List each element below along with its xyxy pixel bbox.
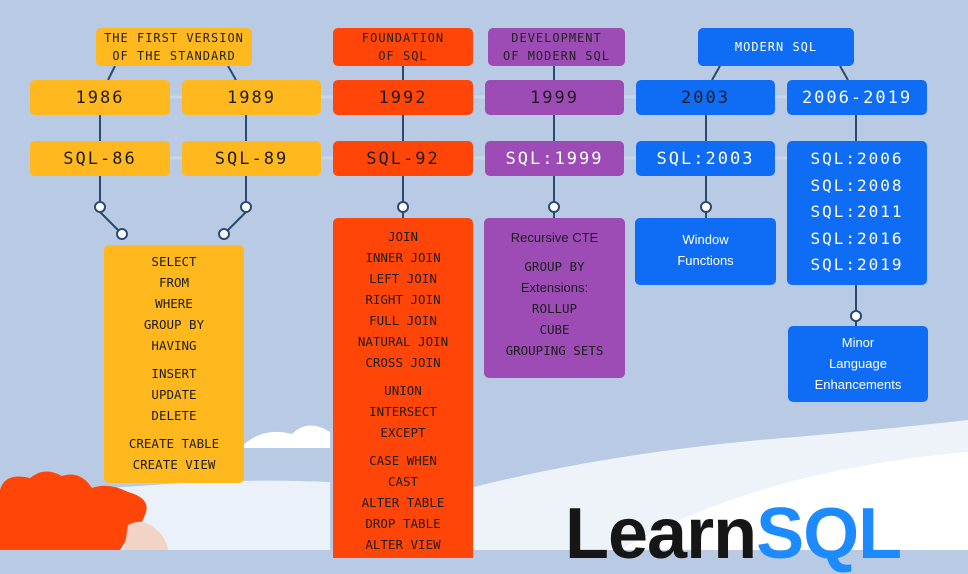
features-2006-2019: Minor Language Enhancements xyxy=(788,326,928,402)
feature-item: SELECT xyxy=(151,254,197,269)
year-box-1986: 1986 xyxy=(30,80,170,115)
feature-item: UPDATE xyxy=(151,387,197,402)
connector-node xyxy=(240,201,252,213)
feature-item: ALTER VIEW xyxy=(365,537,441,552)
standard-box-sql-1999: SQL:1999 xyxy=(485,141,624,176)
features-1986: SELECT FROM WHERE GROUP BY HAVING INSERT… xyxy=(104,245,244,483)
feature-item: INNER JOIN xyxy=(365,250,441,265)
feature-item: Minor xyxy=(841,335,875,350)
era-label-development: DEVELOPMENT OF MODERN SQL xyxy=(488,28,625,66)
era-label-line: THE FIRST VERSION xyxy=(104,31,244,45)
era-label-line: MODERN SQL xyxy=(734,40,818,54)
feature-item: HAVING xyxy=(151,338,197,353)
standard-box-sql-89: SQL-89 xyxy=(182,141,321,176)
feature-item: GROUPING SETS xyxy=(505,343,604,358)
feature-item: WHERE xyxy=(155,296,193,311)
feature-item: CREATE VIEW xyxy=(132,457,216,472)
era-label-first-version: THE FIRST VERSION OF THE STANDARD xyxy=(96,28,252,66)
feature-item: NATURAL JOIN xyxy=(357,334,449,349)
standard-item: SQL:2019 xyxy=(810,255,904,274)
feature-item: RIGHT JOIN xyxy=(365,292,441,307)
connector-node xyxy=(850,310,862,322)
era-label-line: OF SQL xyxy=(378,49,428,63)
era-label-line: OF THE STANDARD xyxy=(112,49,236,63)
connector-node xyxy=(397,201,409,213)
standard-box-sql-2003: SQL:2003 xyxy=(636,141,775,176)
era-label-line: OF MODERN SQL xyxy=(503,49,610,63)
year-box-1992: 1992 xyxy=(333,80,473,115)
feature-item: LEFT JOIN xyxy=(369,271,437,286)
feature-item: JOIN xyxy=(387,229,419,244)
feature-item: CASE WHEN xyxy=(369,453,437,468)
feature-item: GROUP BY xyxy=(143,317,205,332)
connector-node xyxy=(218,228,230,240)
standard-box-sql-86: SQL-86 xyxy=(30,141,170,176)
brand-logo: LearnSQL xyxy=(565,498,902,570)
feature-item: CUBE xyxy=(539,322,570,337)
mascot-face xyxy=(124,521,168,550)
feature-item: GROUP BY xyxy=(524,259,585,274)
feature-item: Enhancements xyxy=(814,377,902,392)
snow-ridge xyxy=(620,452,968,550)
era-label-foundation: FOUNDATION OF SQL xyxy=(333,28,473,66)
feature-item: CROSS JOIN xyxy=(365,355,441,370)
era-label-modern: MODERN SQL xyxy=(698,28,854,66)
feature-item: ALTER TABLE xyxy=(361,495,445,510)
feature-item: EXCEPT xyxy=(380,425,426,440)
feature-item: Language xyxy=(829,356,887,371)
standard-item: SQL:2016 xyxy=(810,228,904,248)
standard-item: SQL:2011 xyxy=(810,202,904,221)
feature-item: Functions xyxy=(677,253,734,268)
standard-box-modern: SQL:2006 SQL:2008 SQL:2011 SQL:2016 SQL:… xyxy=(787,141,927,285)
connector-node xyxy=(548,201,560,213)
feature-item: CREATE TABLE xyxy=(128,436,220,451)
features-2003: Window Functions xyxy=(635,218,776,285)
year-box-2003: 2003 xyxy=(636,80,775,115)
feature-item: INSERT xyxy=(151,366,197,381)
feature-item: ROLLUP xyxy=(531,301,578,316)
brand-logo-part1: Learn xyxy=(565,494,757,574)
background-scenery xyxy=(0,420,968,550)
feature-item: Window xyxy=(682,232,729,247)
standard-item: SQL:2006 xyxy=(810,149,904,168)
feature-item: UNION xyxy=(384,383,422,398)
mascot-hair xyxy=(0,471,147,550)
feature-item: FULL JOIN xyxy=(369,313,437,328)
standard-item: SQL:2008 xyxy=(810,175,904,195)
feature-item: DELETE xyxy=(151,408,197,423)
era-label-line: FOUNDATION xyxy=(361,31,445,45)
connector-node xyxy=(94,201,106,213)
feature-item: FROM xyxy=(158,275,190,290)
feature-item: Extensions: xyxy=(520,280,589,295)
features-1999: Recursive CTE GROUP BY Extensions: ROLLU… xyxy=(484,218,625,378)
feature-item: DROP TABLE xyxy=(365,516,441,531)
connector-node xyxy=(116,228,128,240)
feature-item: CAST xyxy=(387,474,419,489)
features-1992: JOIN INNER JOIN LEFT JOIN RIGHT JOIN FUL… xyxy=(333,218,473,558)
feature-item: INTERSECT xyxy=(369,404,437,419)
year-box-1999: 1999 xyxy=(485,80,624,115)
era-label-line: DEVELOPMENT xyxy=(511,31,602,45)
standard-box-sql-92: SQL-92 xyxy=(333,141,473,176)
year-box-1989: 1989 xyxy=(182,80,321,115)
brand-logo-part2: SQL xyxy=(756,494,902,574)
cloud xyxy=(240,425,330,448)
timeline-connectors xyxy=(94,65,862,326)
connector-node xyxy=(700,201,712,213)
feature-title: Recursive CTE xyxy=(510,230,599,245)
year-box-2006-2019: 2006-2019 xyxy=(787,80,927,115)
